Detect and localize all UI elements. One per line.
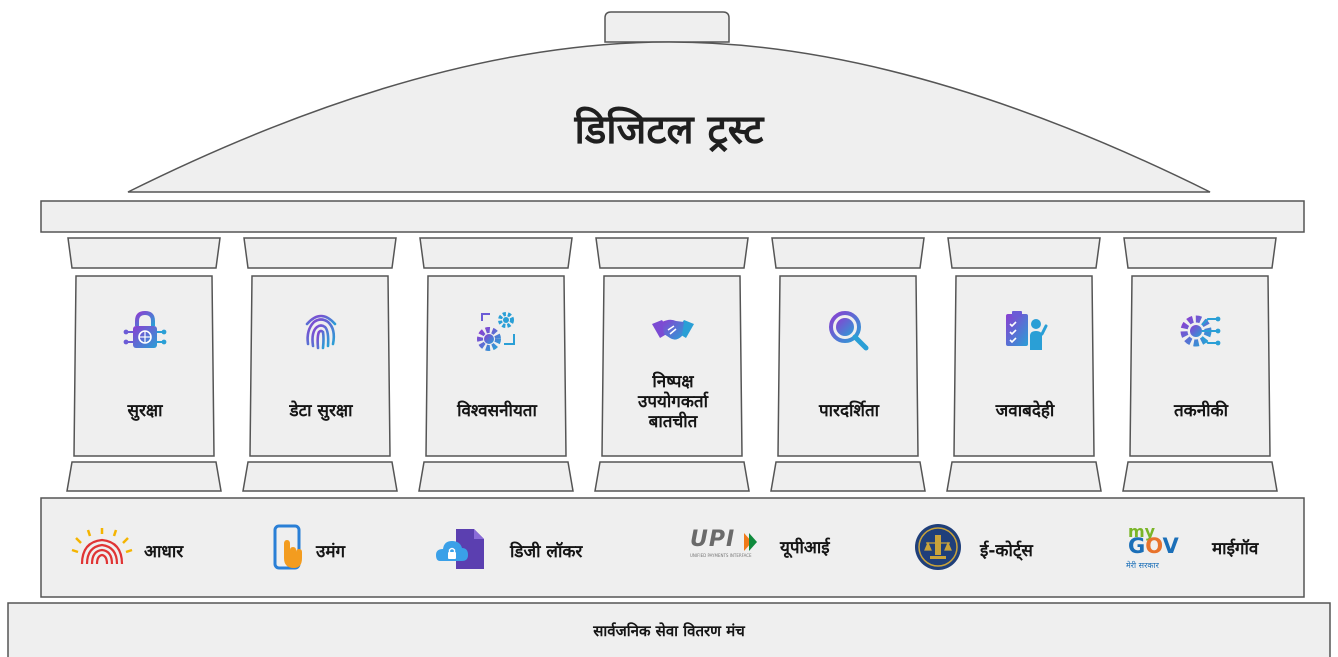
dome-knob xyxy=(604,11,730,43)
gears-sync-icon xyxy=(474,308,520,354)
base-label: सार्वजनिक सेवा वितरण मंच xyxy=(593,622,745,640)
ecourts-emblem-logo xyxy=(914,523,962,575)
pillar-label: विश्वसनीयता xyxy=(457,401,537,421)
gear-circuit-icon xyxy=(1178,308,1224,354)
pillar-capital xyxy=(1123,237,1277,269)
service-label: आधार xyxy=(144,541,184,562)
pillar-security: सुरक्षा xyxy=(76,280,214,450)
pillar-label: डेटा सुरक्षा xyxy=(289,401,353,421)
pillar-base xyxy=(242,461,398,492)
pillar-fair-interaction: निष्पक्ष उपयोगकर्ता बातचीत xyxy=(604,280,742,450)
pillar-shaft xyxy=(1129,275,1271,457)
pillar-shaft xyxy=(953,275,1095,457)
lock-globe-icon xyxy=(122,308,168,354)
service-label: डिजी लॉकर xyxy=(510,541,583,562)
pillar-label: पारदर्शिता xyxy=(818,401,880,421)
pillar-label: तकनीकी xyxy=(1173,401,1229,421)
pillar-shaft xyxy=(601,275,743,457)
pillar-reliability: विश्वसनीयता xyxy=(428,280,566,450)
pillar-base xyxy=(66,461,222,492)
pillar-transparency: पारदर्शिता xyxy=(780,280,918,450)
checklist-person-icon xyxy=(1002,308,1048,354)
handshake-icon xyxy=(650,308,696,354)
pillar-base xyxy=(946,461,1102,492)
pillar-technology: तकनीकी xyxy=(1132,280,1270,450)
digilocker-logo xyxy=(434,525,490,575)
entablature xyxy=(40,200,1305,233)
pillar-base xyxy=(594,461,750,492)
pillar-base xyxy=(770,461,926,492)
pillar-accountability: जवाबदेही xyxy=(956,280,1094,450)
pillar-base xyxy=(1122,461,1278,492)
fingerprint-icon xyxy=(298,308,344,354)
pillar-label-line: बातचीत xyxy=(648,412,698,432)
magnifier-icon xyxy=(826,308,872,354)
platform xyxy=(7,602,1331,657)
pillar-label-line: उपयोगकर्ता xyxy=(638,392,708,412)
upi-logo: UPI UNIFIED PAYMENTS INTERFACE xyxy=(688,527,770,563)
aadhaar-logo xyxy=(70,528,134,572)
pillar-base xyxy=(418,461,574,492)
pillar-shaft xyxy=(777,275,919,457)
service-umang: उमंग xyxy=(272,524,345,576)
service-label: यूपीआई xyxy=(780,537,830,558)
pillar-capital xyxy=(67,237,221,269)
service-digilocker: डिजी लॉकर xyxy=(434,525,582,575)
service-label: ई-कोर्ट्स xyxy=(980,540,1033,561)
umang-phone-logo xyxy=(272,524,306,576)
pillar-shaft xyxy=(249,275,391,457)
pillar-label: निष्पक्ष उपयोगकर्ता बातचीत xyxy=(604,372,742,432)
pillar-label-line: निष्पक्ष xyxy=(652,372,694,392)
service-upi: UPI UNIFIED PAYMENTS INTERFACE यूपीआई xyxy=(688,527,830,563)
mygov-logo: my GOV मेरी सरकार xyxy=(1126,522,1179,570)
pillar-capital xyxy=(595,237,749,269)
pillar-shaft xyxy=(73,275,215,457)
pillar-capital xyxy=(771,237,925,269)
pillar-capital xyxy=(419,237,573,269)
service-ecourts: ई-कोर्ट्स xyxy=(914,523,1033,575)
pillar-shaft xyxy=(425,275,567,457)
pillar-label: सुरक्षा xyxy=(127,401,163,421)
service-label: उमंग xyxy=(316,541,346,562)
service-aadhaar: आधार xyxy=(70,528,183,572)
dome xyxy=(127,41,1211,193)
pillar-capital xyxy=(947,237,1101,269)
service-label: माईगॉव xyxy=(1212,538,1259,559)
service-mygov: my GOV मेरी सरकार माईगॉव xyxy=(1120,522,1259,570)
services-slab xyxy=(40,497,1305,598)
page-title: डिजिटल ट्रस्ट xyxy=(574,107,764,153)
pillar-capital xyxy=(243,237,397,269)
pillar-label: जवाबदेही xyxy=(995,401,1055,421)
pillar-data-security: डेटा सुरक्षा xyxy=(252,280,390,450)
